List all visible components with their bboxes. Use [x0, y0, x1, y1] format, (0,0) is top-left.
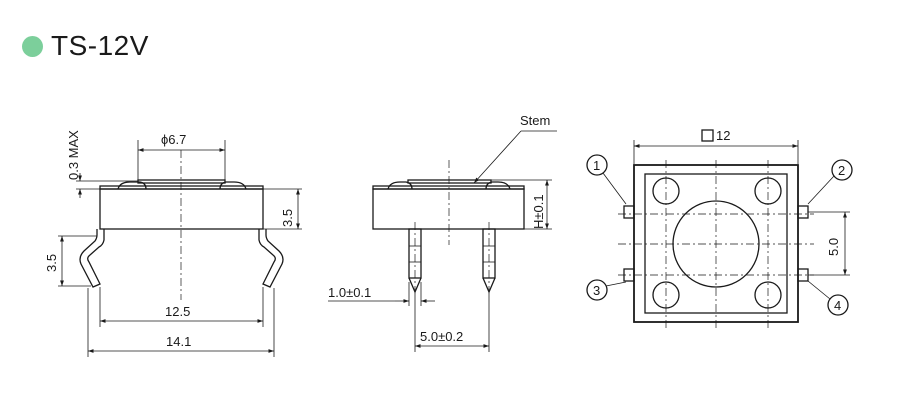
dim-size: 12 [716, 128, 730, 143]
side-top-plate [99, 185, 264, 190]
square-symbol-icon [701, 129, 714, 142]
dim-pin-spacing: 5.0 [826, 238, 841, 256]
front-view: Stem H±0.1 1.0±0.1 5.0±0.2 [328, 113, 557, 352]
front-bump-left [387, 181, 413, 190]
side-stem [137, 179, 226, 184]
pin-tab-1 [623, 205, 635, 219]
svg-text:1: 1 [593, 158, 600, 173]
dim-max-protrusion: 0.3 MAX [66, 130, 81, 180]
side-bump-right [219, 181, 247, 190]
model-title: TS-12V [51, 30, 149, 61]
pin-callout-1: 1 [586, 154, 627, 205]
stem-label: Stem [520, 113, 550, 128]
svg-text:4: 4 [834, 298, 841, 313]
top-stem-circle [672, 200, 760, 288]
dim-pin-height: 3.5 [44, 254, 59, 272]
svg-text:3: 3 [593, 283, 600, 298]
top-inner-frame [644, 173, 788, 314]
dim-body-height: 3.5 [280, 209, 295, 227]
dim-pin-pitch: 5.0±0.2 [420, 329, 463, 344]
pin-callout-3: 3 [586, 279, 627, 301]
front-stem [407, 179, 492, 184]
front-top-plate [372, 185, 525, 190]
pin-tab-2 [797, 205, 809, 219]
side-pin-left [79, 229, 105, 288]
side-view: 0.3 MAX ϕ6.7 3.5 3.5 12.5 14.1 [44, 130, 302, 357]
dim-inner-width: 12.5 [165, 304, 190, 319]
dim-pin-width: 1.0±0.1 [328, 285, 371, 300]
dim-height: H±0.1 [531, 194, 546, 229]
top-corner-circle-br [754, 281, 782, 309]
pin-callout-4: 4 [807, 280, 849, 316]
header: TS-12V [22, 28, 149, 64]
svg-text:2: 2 [838, 163, 845, 178]
top-corner-circle-tr [754, 177, 782, 205]
side-bump-left [117, 181, 147, 190]
top-corner-circle-tl [652, 177, 680, 205]
side-pin-right [258, 229, 284, 288]
top-view: 12 5.0 1 2 3 4 [586, 128, 853, 328]
dim-stem-diameter: ϕ6.7 [161, 132, 186, 147]
side-body [99, 188, 264, 230]
dim-outer-width: 14.1 [166, 334, 191, 349]
bullet-dot-icon [22, 35, 43, 57]
front-body [372, 188, 525, 230]
front-bump-right [485, 181, 511, 190]
top-corner-circle-bl [652, 281, 680, 309]
pin-tab-3 [623, 268, 635, 282]
pin-callout-2: 2 [807, 159, 853, 205]
front-pin-right [482, 222, 496, 294]
front-pin-left [408, 222, 422, 294]
